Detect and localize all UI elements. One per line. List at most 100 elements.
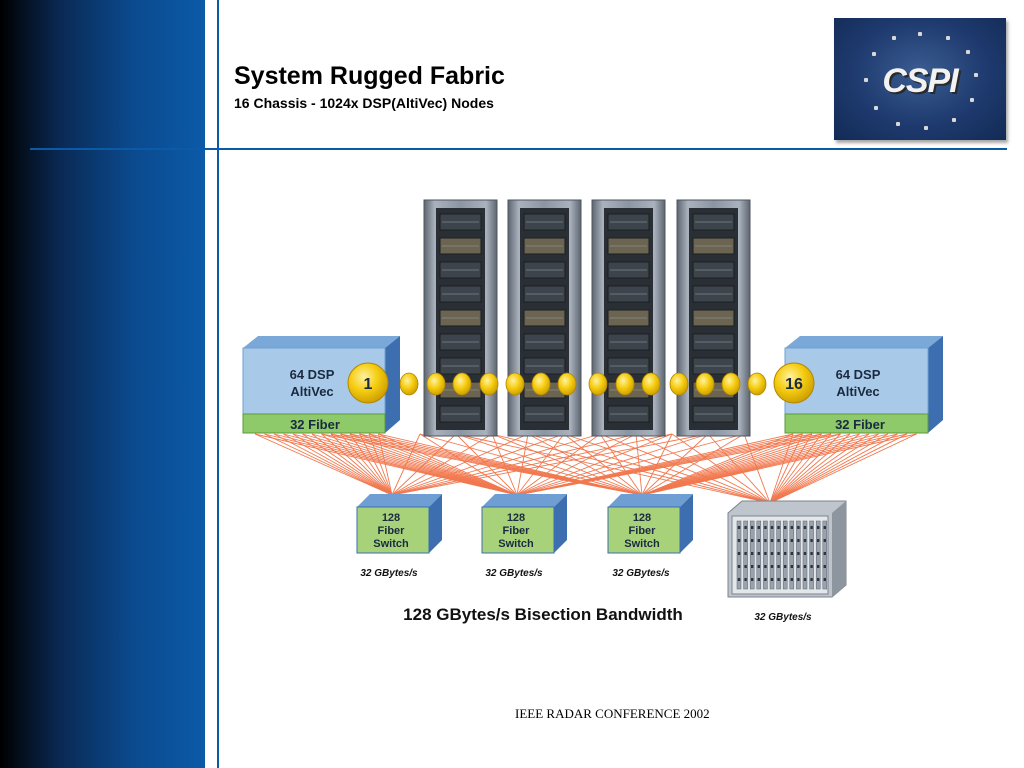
fiber-switch-3: 128 Fiber Switch 32 GBytes/s [607, 494, 693, 579]
bus-dot [721, 372, 741, 396]
fiber-link [340, 433, 393, 496]
right-badge-label: 16 [785, 376, 803, 393]
conference-footer: IEEE RADAR CONFERENCE 2002 [515, 706, 710, 721]
fiber-link [302, 433, 518, 496]
fiber-link [378, 433, 518, 496]
rack-2 [507, 199, 582, 437]
fiber-link [330, 433, 393, 496]
fiber-link [641, 433, 794, 496]
fiber-link [769, 433, 851, 504]
switch-1-line2: Fiber [378, 525, 406, 537]
fiber-link [419, 433, 518, 496]
bus-dot [505, 372, 525, 396]
fiber-link [707, 433, 771, 504]
rack-4 [676, 199, 751, 437]
fiber-link [769, 433, 841, 504]
fiber-link [641, 433, 803, 496]
fiber-switch-2: 128 Fiber Switch 32 GBytes/s [481, 494, 567, 579]
fiber-link [635, 433, 771, 504]
fiber-link [311, 433, 393, 496]
fiber-link [321, 433, 518, 496]
chassis-bandwidth: 32 GBytes/s [754, 612, 812, 623]
fiber-link [769, 433, 889, 504]
bus-dot [531, 372, 551, 396]
fiber-links [254, 433, 917, 504]
right-dsp-block: 64 DSP AltiVec 32 Fiber 16 [773, 336, 943, 434]
fiber-link [769, 433, 879, 504]
fiber-link [769, 433, 860, 504]
switch-2-line3: Switch [498, 538, 534, 550]
fiber-link [391, 433, 601, 496]
fiber-link [641, 433, 822, 496]
sidebar-gradient [0, 0, 205, 768]
fiber-link [491, 433, 518, 496]
right-block-line2: AltiVec [836, 384, 879, 399]
vertical-divider [217, 0, 219, 768]
fiber-switch-1: 128 Fiber Switch 32 GBytes/s [356, 494, 442, 579]
fiber-link [391, 433, 565, 496]
fiber-link [769, 433, 870, 504]
fiber-link [349, 433, 518, 496]
bus-dot [615, 372, 635, 396]
fiber-link [273, 433, 393, 496]
switch-2-line1: 128 [507, 512, 525, 524]
left-block-line2: AltiVec [290, 384, 333, 399]
fiber-link [516, 433, 601, 496]
switch-3-line2: Fiber [629, 525, 657, 537]
fiber-link [599, 433, 771, 504]
fiber-link [769, 433, 794, 504]
switch-2-bandwidth: 32 GBytes/s [485, 568, 543, 579]
fiber-link [641, 433, 832, 496]
fiber-link [455, 433, 771, 504]
fiber-link [391, 433, 673, 496]
fiber-link [340, 433, 518, 496]
fiber-link [359, 433, 393, 496]
bisection-bandwidth-label: 128 GBytes/s Bisection Bandwidth [403, 605, 683, 624]
fiber-link [563, 433, 643, 496]
switch-3-bandwidth: 32 GBytes/s [612, 568, 670, 579]
fiber-link [455, 433, 518, 496]
bus-dot [452, 372, 472, 396]
chassis-slots [736, 520, 828, 590]
fiber-link [378, 433, 643, 496]
left-badge-label: 1 [364, 376, 373, 393]
fiber-link [641, 433, 673, 496]
header-divider [30, 148, 1007, 150]
bus-dot [641, 372, 661, 396]
fiber-link [769, 433, 813, 504]
right-badge [773, 362, 815, 404]
fiber-link [349, 433, 393, 496]
switch-1-line3: Switch [373, 538, 409, 550]
bus-dot [426, 372, 446, 396]
fiber-link [391, 433, 709, 496]
switch-chassis-unit: 32 GBytes/s [727, 500, 847, 623]
fiber-link [368, 433, 518, 496]
switch-1-bandwidth: 32 GBytes/s [360, 568, 418, 579]
bus-dot [695, 372, 715, 396]
fiber-link [491, 433, 643, 496]
left-block-fiber: 32 Fiber [290, 417, 340, 432]
bus-dot [588, 372, 608, 396]
fiber-link [527, 433, 643, 496]
bus-dot [399, 372, 419, 396]
fiber-link [264, 433, 393, 496]
switch-1-line1: 128 [382, 512, 400, 524]
fiber-link [769, 433, 822, 504]
fiber-link [359, 433, 518, 496]
bus-dot [669, 372, 689, 396]
fiber-link [283, 433, 393, 496]
chassis-racks [423, 199, 751, 437]
fiber-link [391, 433, 529, 496]
fiber-link [769, 433, 917, 504]
bus-dot [479, 372, 499, 396]
fiber-link [516, 433, 529, 496]
rack-1 [423, 199, 498, 437]
fiber-link [321, 433, 393, 496]
fiber-link [769, 433, 803, 504]
fiber-link [635, 433, 643, 496]
fiber-link [391, 433, 637, 496]
cspi-logo: CSPI [834, 18, 1006, 140]
fiber-link [769, 433, 898, 504]
fiber-link [641, 433, 745, 496]
fiber-link [491, 433, 771, 504]
